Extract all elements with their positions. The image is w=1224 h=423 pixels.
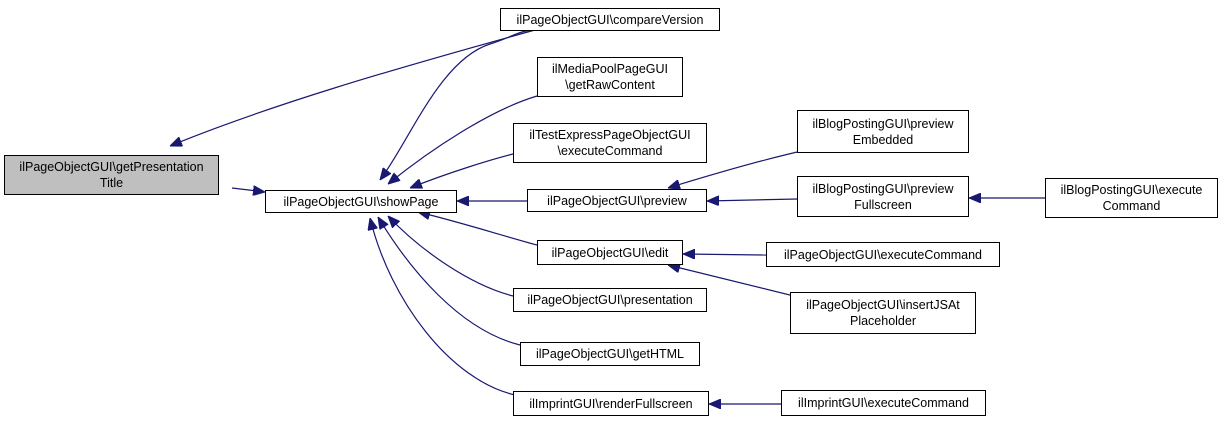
edge-compareVersion-to-showPage <box>380 29 536 180</box>
node-blogExecuteCommand[interactable]: ilBlogPostingGUI\execute Command <box>1045 178 1218 218</box>
node-label-line2: Command <box>1102 199 1161 213</box>
node-pageExecuteCommand[interactable]: ilPageObjectGUI\executeCommand <box>766 242 1000 267</box>
node-label: ilImprintGUI\executeCommand <box>798 396 969 410</box>
edge-presentation-to-showPage <box>388 216 514 297</box>
node-label-line2: \getRawContent <box>565 78 655 92</box>
edge-pageExecuteCommand-to-edit <box>683 254 767 255</box>
node-imprintExecuteCommand[interactable]: ilImprintGUI\executeCommand <box>781 390 986 416</box>
edge-renderFullscreen-to-showPage <box>370 218 516 396</box>
node-label-line2: Fullscreen <box>854 197 912 212</box>
node-getRawContent[interactable]: ilMediaPoolPageGUI \getRawContent <box>537 57 683 97</box>
node-previewEmbedded[interactable]: ilBlogPostingGUI\preview Embedded <box>797 110 969 153</box>
node-showPage[interactable]: ilPageObjectGUI\showPage <box>265 190 457 213</box>
node-compareVersion[interactable]: ilPageObjectGUI\compareVersion <box>500 8 720 31</box>
node-label: ilImprintGUI\renderFullscreen <box>529 396 693 411</box>
node-label-line1: ilMediaPoolPageGUI <box>551 62 669 76</box>
node-label: ilPageObjectGUI\preview <box>547 193 687 208</box>
node-label-line2: \executeCommand <box>557 144 663 158</box>
node-label: ilPageObjectGUI\executeCommand <box>783 247 982 262</box>
edge-getHTML-to-showPage <box>378 217 521 346</box>
edge-compareVersion-to-getPresentationTitle <box>170 29 536 146</box>
node-label-line2: Title <box>99 176 124 190</box>
edge-testExpress-to-showPage <box>410 153 514 188</box>
node-insertJSAtPlaceholder[interactable]: ilPageObjectGUI\insertJSAt Placeholder <box>790 292 976 334</box>
node-presentation[interactable]: ilPageObjectGUI\presentation <box>513 288 707 312</box>
node-getPresentationTitle[interactable]: ilPageObjectGUI\getPresentation Title <box>4 155 219 195</box>
node-edit[interactable]: ilPageObjectGUI\edit <box>537 240 683 265</box>
node-label: ilPageObjectGUI\edit <box>551 245 669 260</box>
edge-previewEmbedded-to-preview <box>668 149 807 188</box>
node-label: ilPageObjectGUI\getHTML <box>536 347 684 361</box>
edge-showPage-to-getPresentationTitle <box>231 188 265 192</box>
node-label-line1: ilBlogPostingGUI\preview <box>812 181 954 196</box>
node-label-line2: Embedded <box>852 132 914 147</box>
node-preview[interactable]: ilPageObjectGUI\preview <box>527 189 707 212</box>
node-label-line1: ilBlogPostingGUI\preview <box>812 116 954 131</box>
node-label-line1: ilTestExpressPageObjectGUI <box>529 128 691 142</box>
edge-previewFullscreen-to-preview <box>707 199 798 201</box>
node-testExpressExecuteCommand[interactable]: ilTestExpressPageObjectGUI \executeComma… <box>513 123 707 163</box>
node-label-line2: Placeholder <box>849 314 916 328</box>
node-label-line1: ilBlogPostingGUI\execute <box>1060 183 1203 197</box>
node-getHTML[interactable]: ilPageObjectGUI\getHTML <box>520 342 700 366</box>
node-renderFullscreen[interactable]: ilImprintGUI\renderFullscreen <box>513 391 709 416</box>
node-label: ilPageObjectGUI\presentation <box>527 293 693 307</box>
node-label: ilPageObjectGUI\showPage <box>283 194 439 209</box>
edge-edit-to-showPage <box>418 212 538 246</box>
node-label: ilPageObjectGUI\compareVersion <box>516 12 704 27</box>
node-label-line1: ilPageObjectGUI\insertJSAt <box>806 298 960 312</box>
edge-getRawContent-to-showPage <box>388 95 538 184</box>
node-previewFullscreen[interactable]: ilBlogPostingGUI\preview Fullscreen <box>797 176 969 217</box>
node-label-line1: ilPageObjectGUI\getPresentation <box>19 160 204 174</box>
